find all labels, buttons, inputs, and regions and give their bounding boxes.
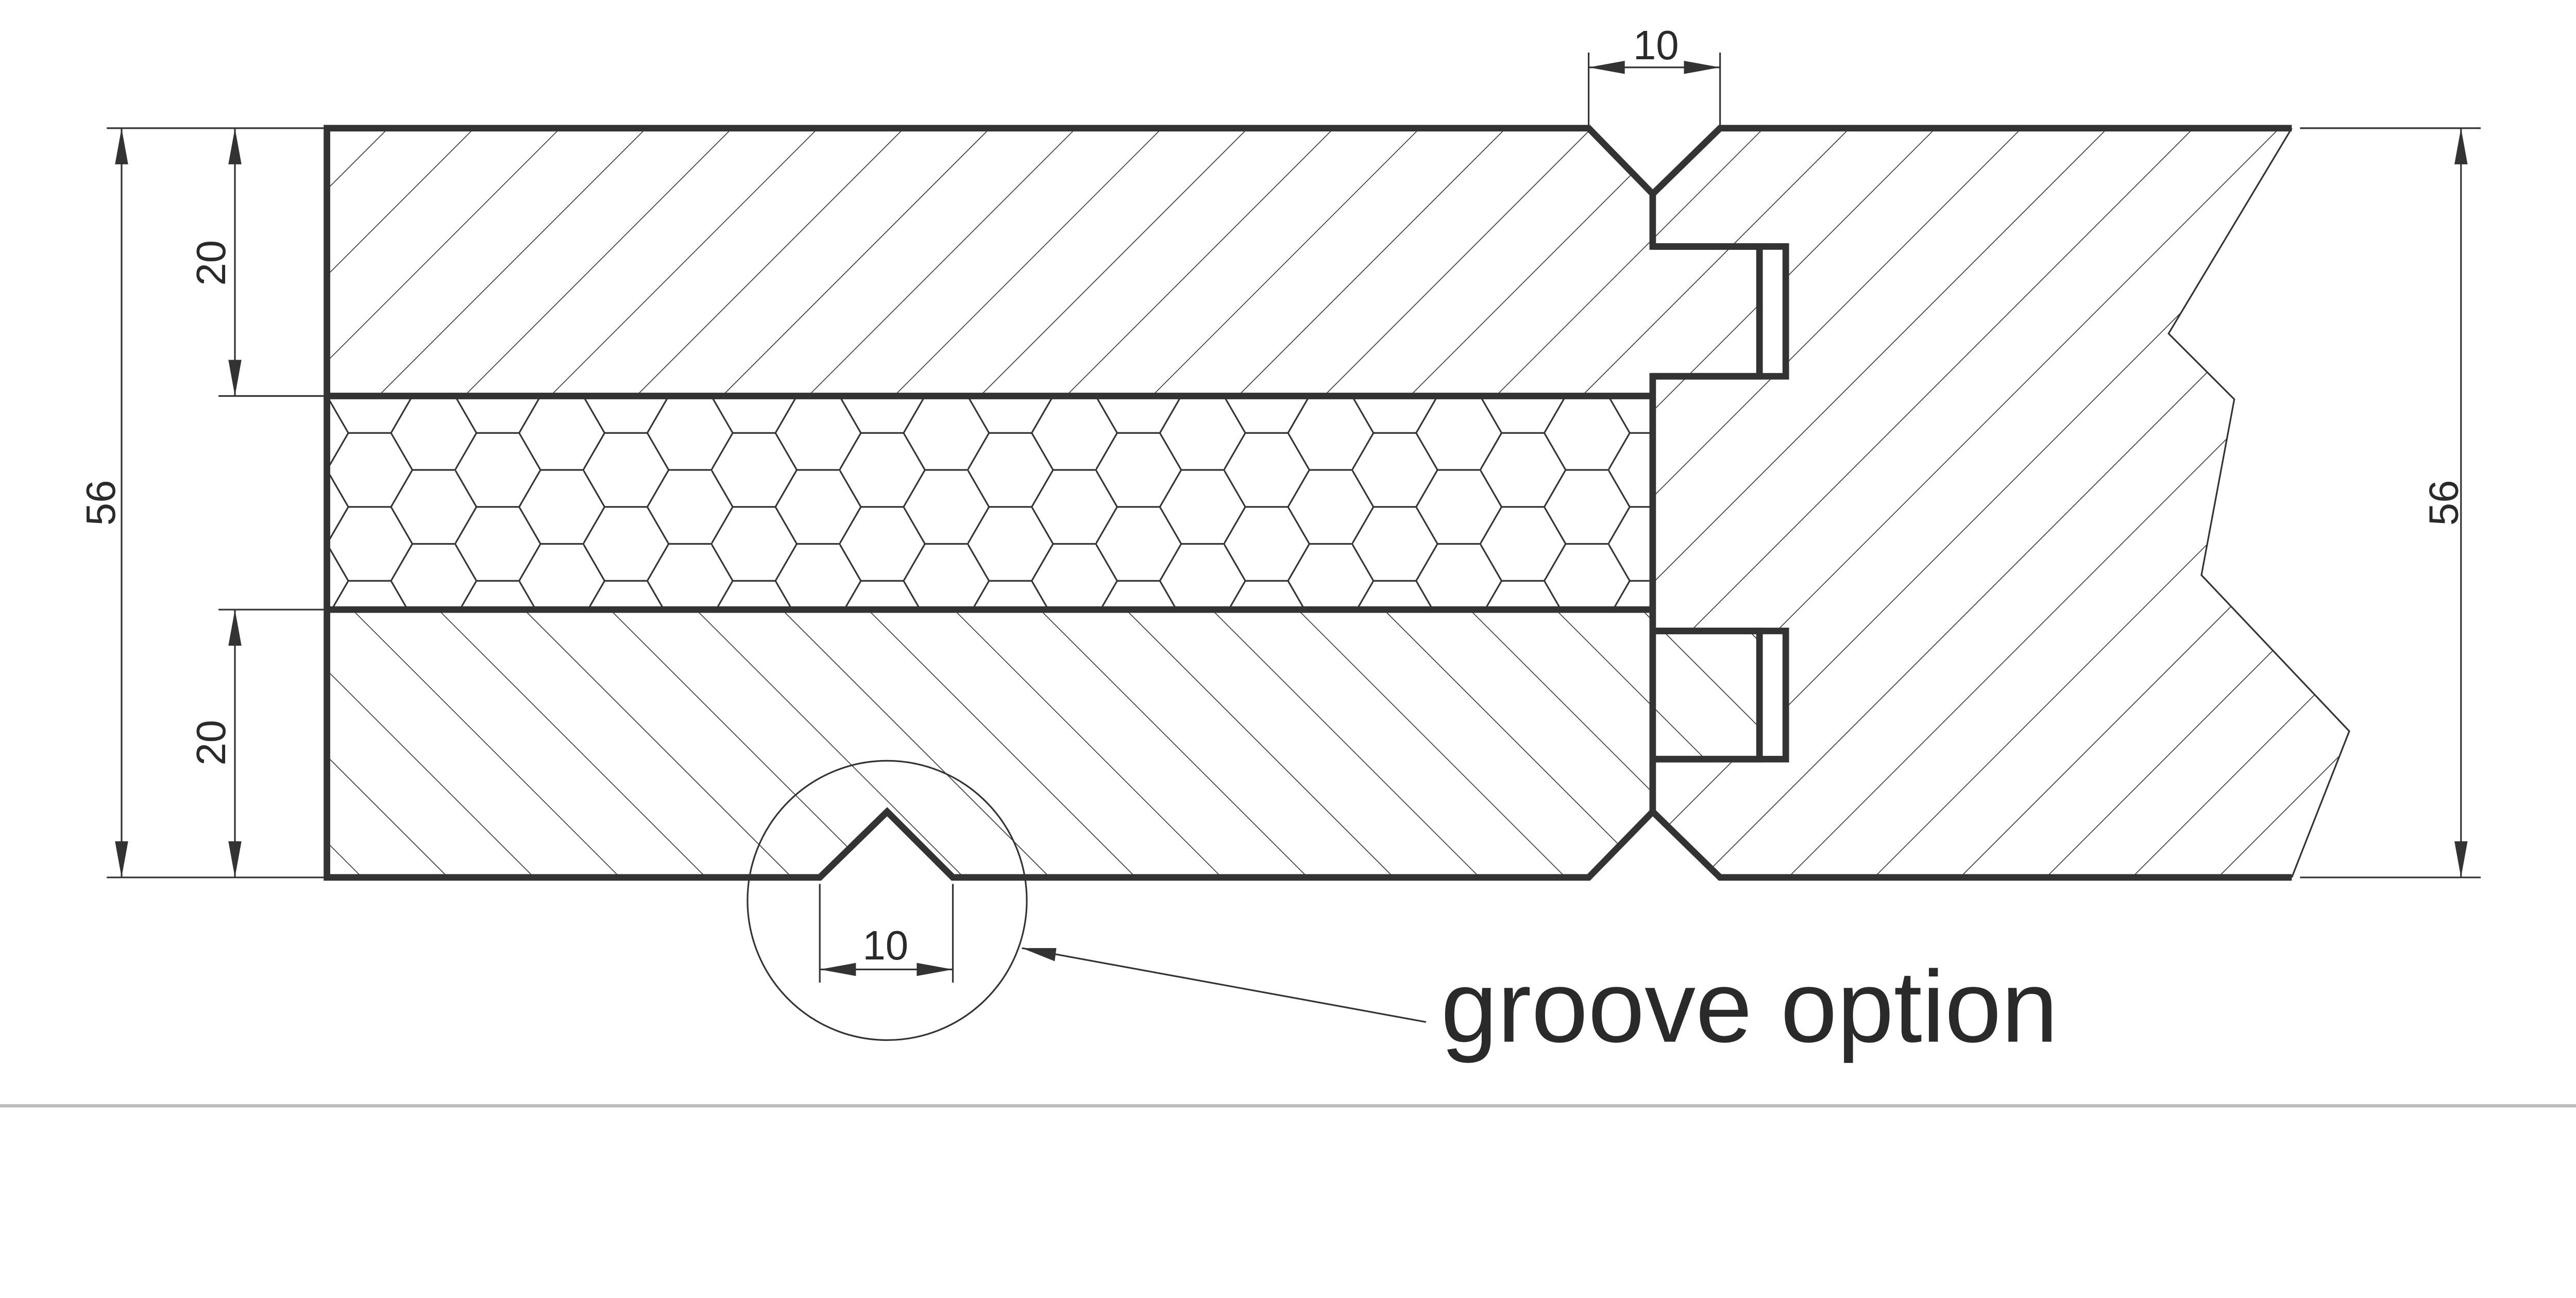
- groove-option-label: groove option: [1441, 950, 2058, 1064]
- dimension-lines: [107, 53, 2481, 1041]
- panel-joint-section-drawing: 56 20 20 56 10 10 groove option: [0, 22, 2576, 1108]
- dimension-arrows: [115, 60, 2468, 976]
- top-skin-hatch: [327, 128, 1760, 396]
- break-line: [2167, 127, 2350, 878]
- dim-top-skin: 20: [188, 240, 234, 286]
- dim-groove: 10: [862, 922, 908, 968]
- dim-v-joint: 10: [1633, 22, 1679, 68]
- dim-bottom-skin: 20: [188, 720, 234, 766]
- adjacent-panel-hatch: [1652, 128, 2349, 878]
- dim-total-left: 56: [78, 480, 124, 526]
- bottom-skin-hatch: [327, 610, 1760, 878]
- honeycomb-core: [327, 396, 1653, 610]
- dim-total-right: 56: [2420, 480, 2466, 526]
